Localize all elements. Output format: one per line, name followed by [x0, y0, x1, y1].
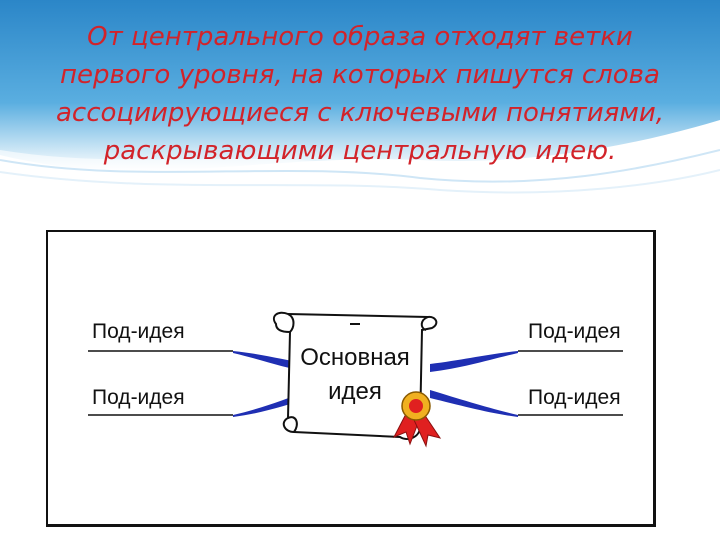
title-line-4: раскрывающими центральную идею. [103, 136, 617, 166]
branch-bottom-right [430, 390, 623, 417]
mind-map-figure: Под-идея Под-идея Под-идея Под-идея Осно… [46, 230, 656, 527]
branch-top-left [88, 350, 310, 372]
seal-icon [392, 391, 442, 448]
sub-idea-top-left: Под-идея [92, 320, 185, 343]
page-title: От центрального образа отходят ветки пер… [20, 18, 700, 170]
title-line-2: первого уровня, на которых пишутся слова [60, 60, 660, 90]
sub-idea-bottom-left: Под-идея [92, 386, 185, 409]
title-line-1: От центрального образа отходят ветки [87, 22, 633, 52]
branch-bottom-left [88, 390, 310, 417]
banner-background [0, 0, 720, 194]
branch-top-right [430, 350, 623, 372]
central-idea-line-2: идея [328, 378, 382, 405]
scroll-icon [272, 311, 438, 440]
title-line-3: ассоциирующиеся с ключевыми понятиями, [55, 98, 665, 128]
mind-map-diagram [88, 311, 623, 448]
header-banner: От центрального образа отходят ветки пер… [0, 0, 720, 200]
sub-idea-top-right: Под-идея [528, 320, 621, 343]
central-idea-line-1: Основная [300, 344, 410, 371]
sub-idea-bottom-right: Под-идея [528, 386, 621, 409]
